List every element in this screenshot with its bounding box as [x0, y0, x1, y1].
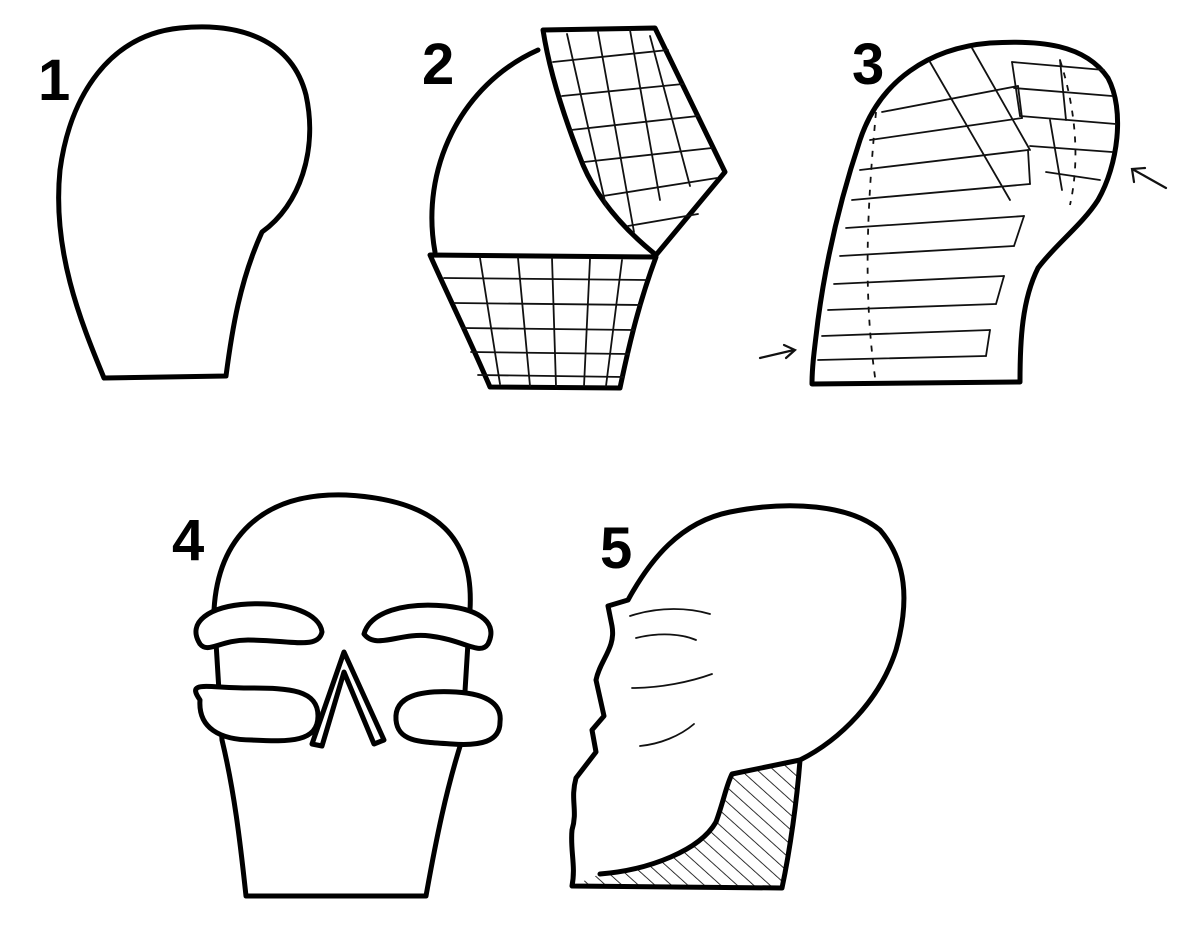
step-2-number: 2 — [422, 32, 454, 97]
step-4-front-features: 4 — [172, 492, 503, 899]
right-brow — [361, 602, 494, 651]
right-cheek — [393, 689, 503, 747]
nose-wedge — [309, 649, 387, 749]
left-brow — [193, 601, 325, 651]
step-1-head-outline: 1 — [38, 24, 313, 381]
step-3-arrow-left — [758, 343, 797, 360]
step-5-side-profile: 5 — [569, 503, 907, 891]
step-1-number: 1 — [38, 48, 70, 113]
step-4-number: 4 — [172, 508, 204, 573]
step-3-number: 3 — [852, 32, 884, 97]
step-2-planes-grid: 2 — [422, 25, 728, 391]
step-3-arrow-right — [1130, 166, 1168, 190]
left-cheek — [193, 683, 321, 744]
step-3-contour-strips: 3 — [758, 32, 1168, 387]
step-5-number: 5 — [600, 516, 632, 581]
